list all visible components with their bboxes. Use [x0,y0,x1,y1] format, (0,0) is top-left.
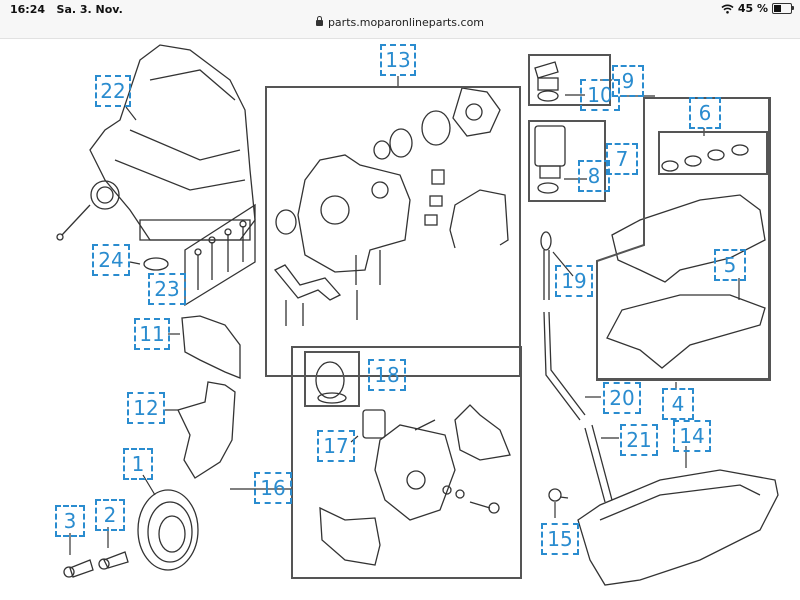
callout-22[interactable]: 22 [95,75,131,107]
callout-9[interactable]: 9 [612,65,644,97]
callout-19[interactable]: 19 [555,265,593,297]
callout-24[interactable]: 24 [92,244,130,276]
callout-23[interactable]: 23 [148,273,186,305]
oil-pan-drawing [548,469,779,586]
battery-icon [772,3,794,14]
callout-4[interactable]: 4 [662,388,694,420]
group-18-frame [304,351,360,407]
status-right: 45 % [721,2,794,15]
callout-8[interactable]: 8 [578,160,610,192]
intake-manifold-drawing [56,44,256,241]
callout-12[interactable]: 12 [127,392,165,424]
callout-7[interactable]: 7 [606,143,638,175]
url-text: parts.moparonlineparts.com [327,16,485,29]
callout-14[interactable]: 14 [673,420,711,452]
callout-3[interactable]: 3 [55,505,85,537]
oil-filter-housing-drawing [315,361,511,566]
clock-date: Sa. 3. Nov. [56,3,123,16]
callout-13[interactable]: 13 [380,44,416,76]
oil-pump-drawing [273,87,509,326]
status-bar: 16:24 Sa. 3. Nov. 45 % parts.moparonline… [0,0,800,39]
callout-11[interactable]: 11 [134,318,170,350]
valve-cover-drawing [606,144,766,369]
timing-cover-drawing [177,315,241,479]
callout-1[interactable]: 1 [123,448,153,480]
callout-20[interactable]: 20 [603,382,641,414]
group-6-frame [658,131,768,175]
oil-filler-cap-drawing [534,61,566,194]
battery-percent: 45 % [737,2,768,15]
callout-6[interactable]: 6 [689,97,721,129]
battery-fill [774,5,781,12]
lock-icon [315,16,323,26]
clock-time: 16:24 [10,3,46,16]
callout-21[interactable]: 21 [620,424,658,456]
parts-diagram: 1 2 3 4 5 6 7 8 9 10 11 12 13 14 15 16 1… [0,39,800,600]
wifi-icon [721,4,734,14]
damper-pulley-drawing [63,489,199,578]
callout-18[interactable]: 18 [368,359,406,391]
status-time: 16:24 Sa. 3. Nov. [10,3,123,16]
callout-10[interactable]: 10 [580,79,620,111]
address-bar[interactable]: parts.moparonlineparts.com [0,16,800,29]
dipstick-drawing [540,231,613,503]
callout-16[interactable]: 16 [254,472,292,504]
group-16-frame [291,346,522,579]
group-4-frame-outline [596,97,771,381]
group-13-frame [265,86,521,377]
callout-5[interactable]: 5 [714,249,746,281]
callout-2[interactable]: 2 [95,499,125,531]
callout-15[interactable]: 15 [541,523,579,555]
callout-17[interactable]: 17 [317,430,355,462]
